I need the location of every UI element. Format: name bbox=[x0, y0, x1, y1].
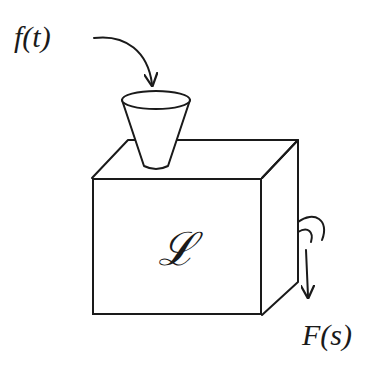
spout bbox=[298, 217, 324, 242]
funnel bbox=[122, 91, 190, 169]
box-right-face bbox=[262, 140, 298, 315]
box-symbol: ℒ bbox=[158, 216, 196, 278]
output-arrow bbox=[306, 250, 308, 296]
output-function: F(s) bbox=[302, 318, 352, 351]
transform-box: ℒ bbox=[92, 178, 262, 315]
input-arrow bbox=[94, 37, 152, 84]
input-function: f(t) bbox=[14, 20, 51, 53]
